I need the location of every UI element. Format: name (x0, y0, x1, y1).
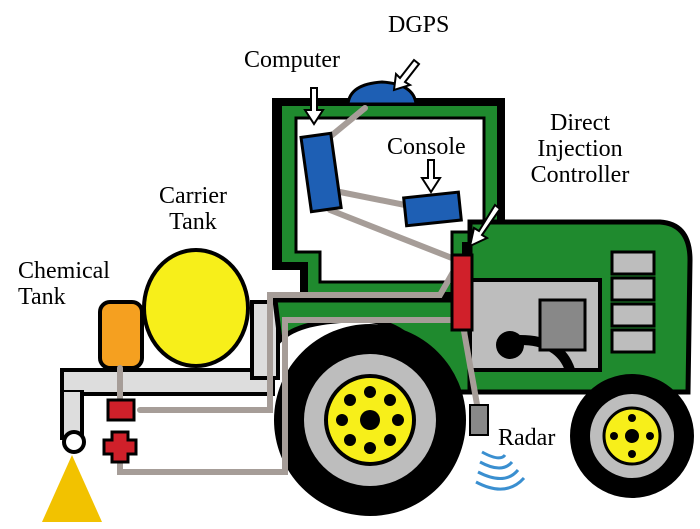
label-line: Direct (550, 110, 610, 136)
dgps-label: DGPS (388, 12, 450, 38)
label-line: Tank (169, 209, 217, 235)
label-line: Injection (537, 136, 623, 162)
computer (299, 131, 343, 214)
label-line: Chemical (18, 258, 110, 284)
spray-cone (42, 455, 102, 522)
console (402, 190, 463, 228)
front-wheel (570, 374, 694, 498)
carrier-tank (142, 248, 250, 368)
nozzle (62, 430, 86, 454)
radar-sensor (469, 404, 489, 436)
grille (610, 250, 656, 354)
direct-injection-controller (450, 253, 474, 332)
console-label: Console (387, 134, 466, 160)
computer-label: Computer (244, 47, 340, 73)
label-line: Carrier (159, 183, 227, 209)
radar-waves (475, 450, 526, 491)
label-line: Tank (18, 284, 66, 310)
direct-injection-controller-label: Direct Injection Controller (510, 110, 650, 188)
tractor-hood (272, 219, 693, 395)
label-line: Controller (530, 162, 630, 188)
valves (102, 398, 138, 464)
chemical-tank (98, 300, 144, 370)
chemical-tank-label: Chemical Tank (18, 258, 110, 310)
rear-wheel (274, 324, 466, 516)
radar-label: Radar (498, 425, 556, 451)
label-arrows (303, 58, 502, 248)
carrier-tank-label: Carrier Tank (148, 183, 238, 235)
